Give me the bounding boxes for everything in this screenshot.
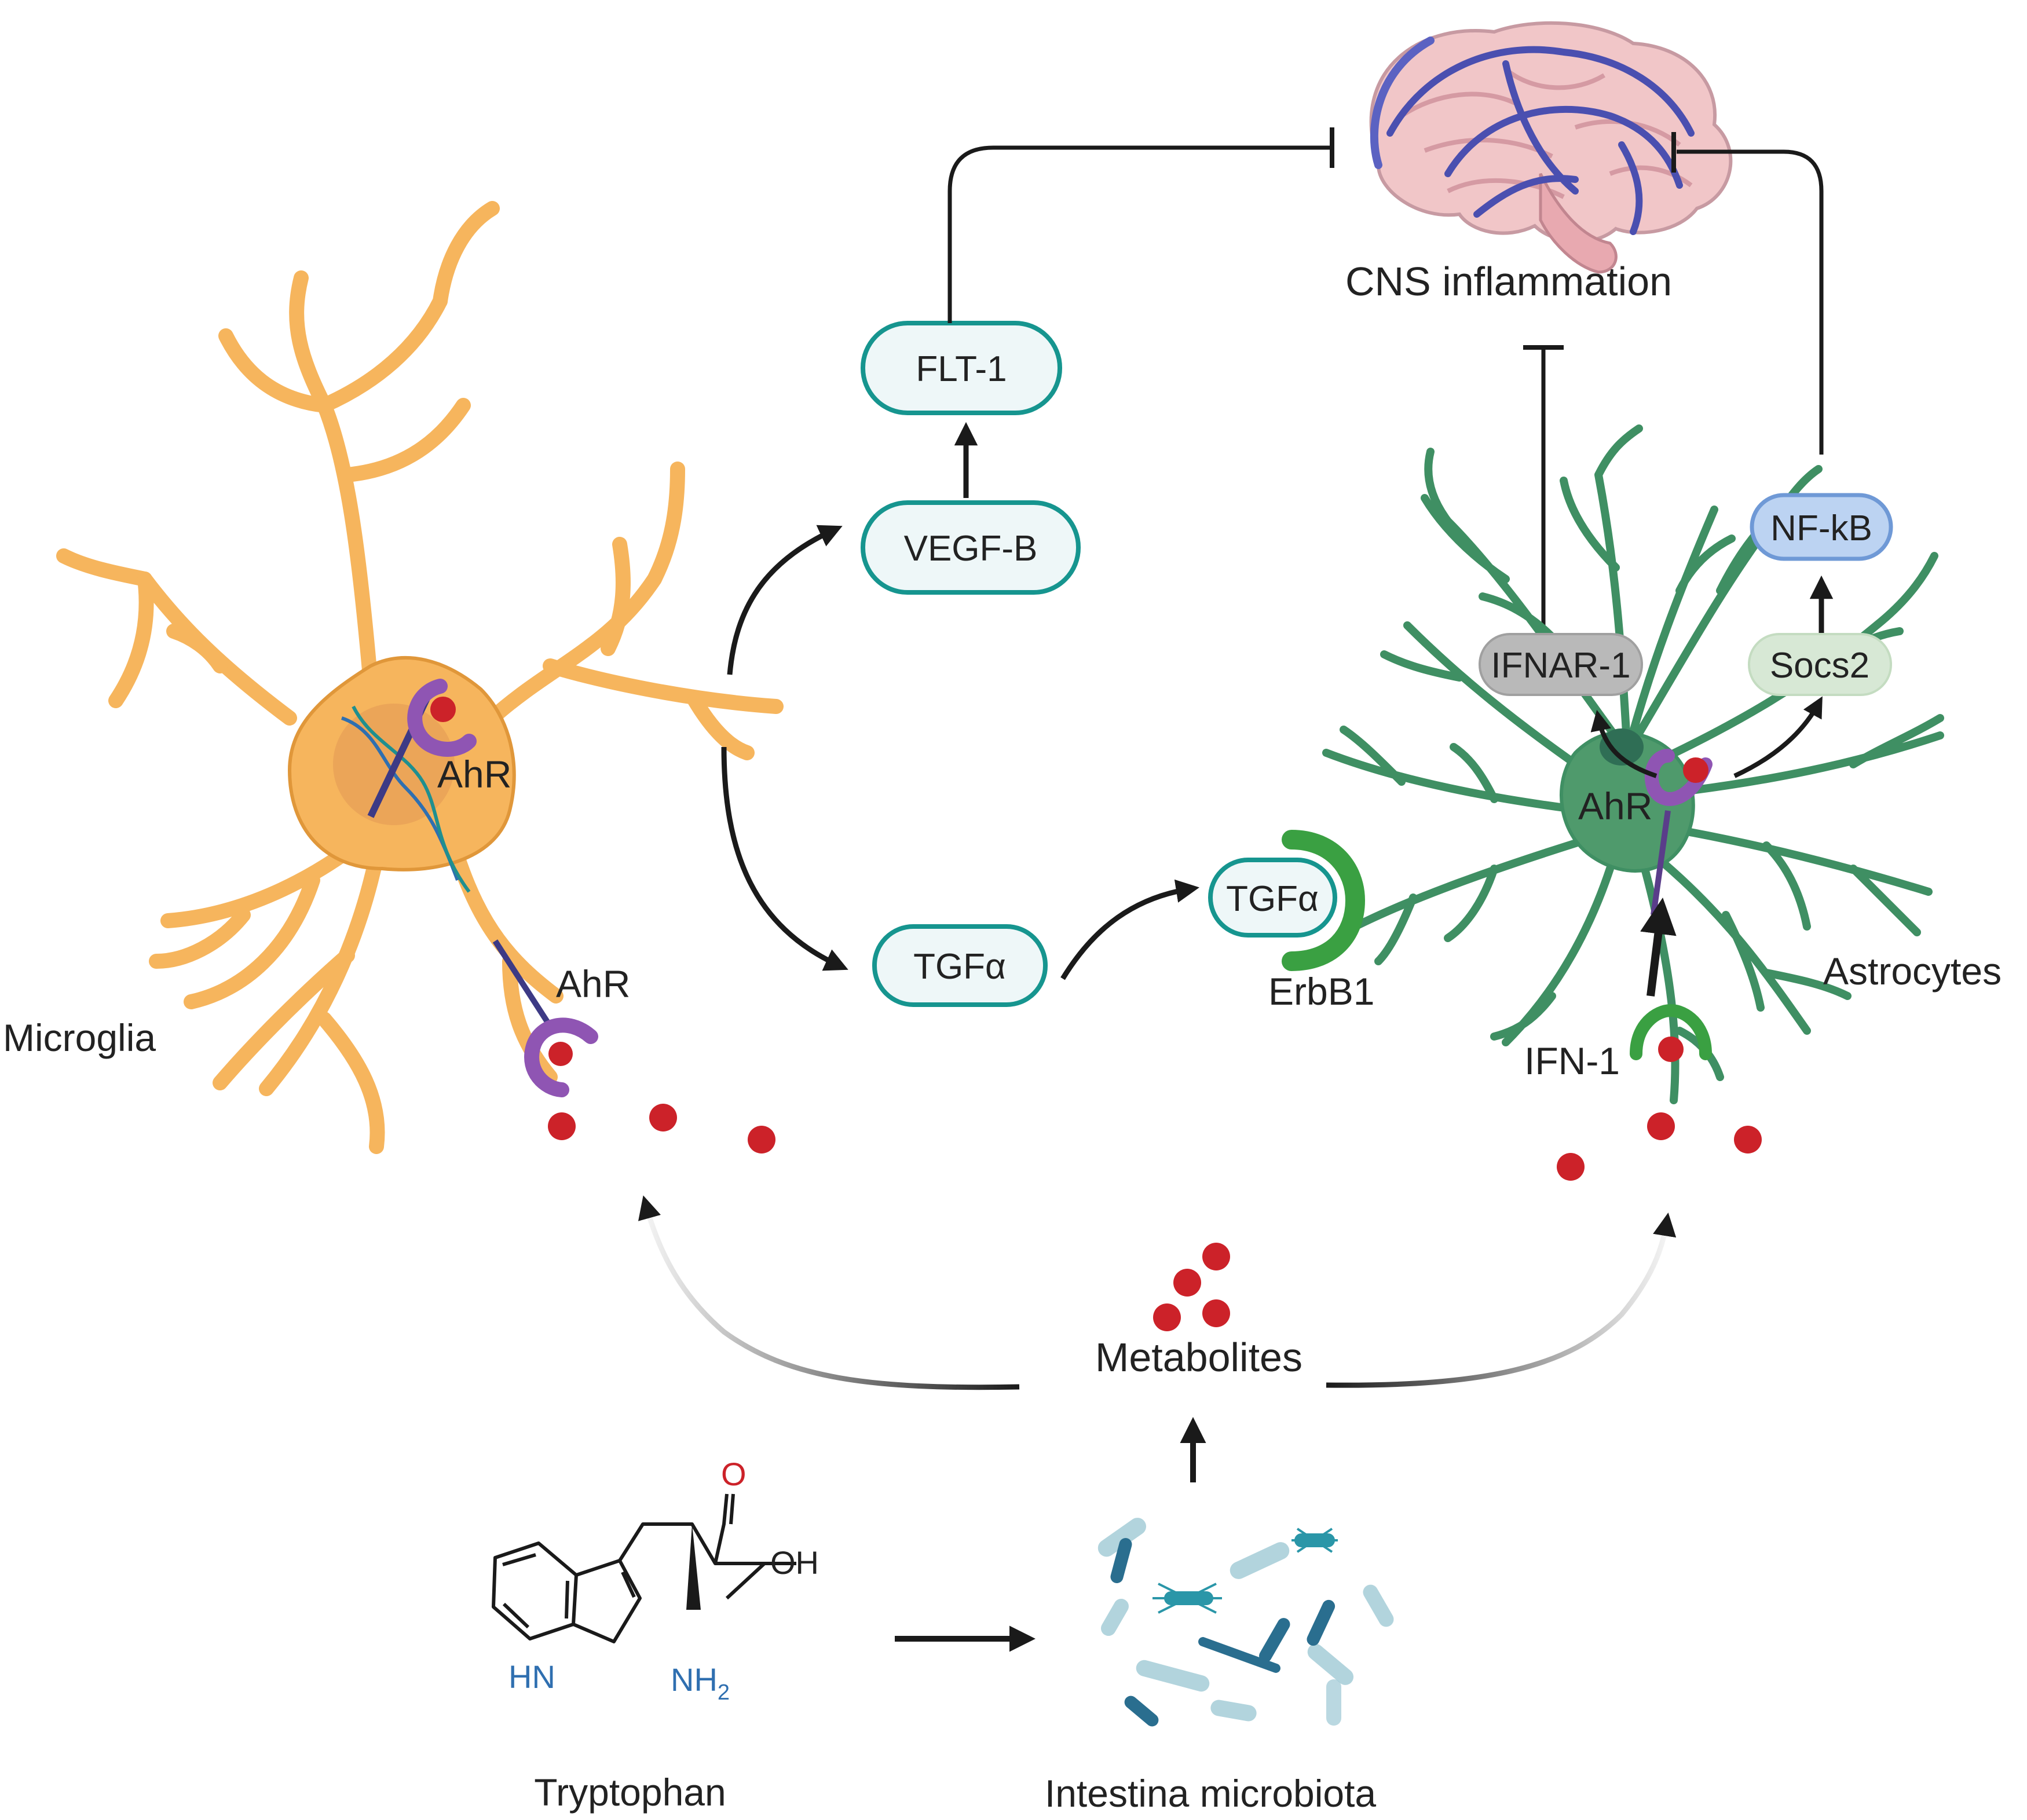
tryptophan-structure-icon <box>492 1493 796 1643</box>
tgfa-bound-label: TGFα <box>1226 879 1319 919</box>
tgfa-label: TGFα <box>913 947 1006 987</box>
erbb1-receptor-icon <box>1282 830 1366 971</box>
flt1-label: FLT-1 <box>916 349 1007 389</box>
ifnar1-label: IFNAR-1 <box>1491 646 1630 686</box>
cns-inflammation-label: CNS inflammation <box>1345 259 1672 304</box>
chem-oh-label: OH <box>770 1544 819 1581</box>
ahr-process-receptor-icon <box>524 1017 598 1097</box>
tgfa-bound-pill: TGFα <box>1208 858 1337 938</box>
erbb1-label: ErbB1 <box>1268 970 1374 1013</box>
nfkb-label: NF-kB <box>1770 508 1872 548</box>
brain-icon <box>1369 21 1733 274</box>
astrocytes-label: Astrocytes <box>1823 950 2002 993</box>
microglia-cell-icon <box>56 201 784 1154</box>
ifn1-label: IFN-1 <box>1524 1039 1620 1082</box>
microglia-to-tgfa-arrow <box>721 746 848 971</box>
ifn1-receptor-icon <box>1630 1004 1712 1062</box>
ahr-process-stalk <box>492 939 556 1032</box>
metabolites-label: Metabolites <box>1095 1335 1302 1380</box>
metabolites-to-astrocyte-arrow <box>1326 1213 1677 1388</box>
ahr-process-label: AhR <box>556 962 630 1005</box>
microglia-to-vegfb-arrow <box>727 525 843 675</box>
chem-hn-label: HN <box>508 1658 555 1695</box>
vegfb-pill: VEGF-B <box>861 500 1081 595</box>
metabolites-to-microglia-arrow <box>638 1195 1020 1390</box>
nfkb-pill: NF-kB <box>1750 493 1893 561</box>
tgfa-pill: TGFα <box>872 924 1048 1007</box>
flt1-to-cns-inhibit-line <box>947 145 1332 323</box>
metabolite-dots-left <box>548 1104 775 1153</box>
tryptophan-label: Tryptophan <box>534 1771 726 1814</box>
nfkb-to-cns-inhibit-line <box>1677 149 1824 455</box>
ahr-receptor-icon <box>407 679 477 757</box>
flt1-pill: FLT-1 <box>861 321 1062 415</box>
tgfa-to-erbb1-arrow <box>1060 879 1200 980</box>
metabolite-dots-right <box>1557 1112 1762 1181</box>
vegfb-label: VEGF-B <box>904 529 1038 569</box>
ahr-to-socs2-arrow <box>1733 696 1823 778</box>
chem-nh2-label: NH2 <box>671 1661 730 1705</box>
ahr-astrocyte-label: AhR <box>1578 785 1652 827</box>
metabolite-dots-center <box>1153 1243 1230 1331</box>
ahr-nucleus-label: AhR <box>437 753 511 796</box>
socs2-pill: Socs2 <box>1748 633 1892 696</box>
tryptophan-wedge-bond <box>686 1524 701 1610</box>
astrocyte-cell-icon <box>1322 424 1944 1104</box>
ifnar1-pill: IFNAR-1 <box>1479 633 1643 696</box>
microglia-label: Microglia <box>3 1016 156 1059</box>
bacteria-icon <box>1097 1518 1394 1727</box>
microbiota-label: Intestina microbiota <box>1045 1772 1377 1815</box>
ifn1-to-ahr-arrow <box>1640 897 1677 997</box>
chem-o-label: O <box>721 1456 747 1492</box>
ahr-to-ifnar1-arrow <box>1590 709 1658 778</box>
socs2-label: Socs2 <box>1770 646 1869 686</box>
